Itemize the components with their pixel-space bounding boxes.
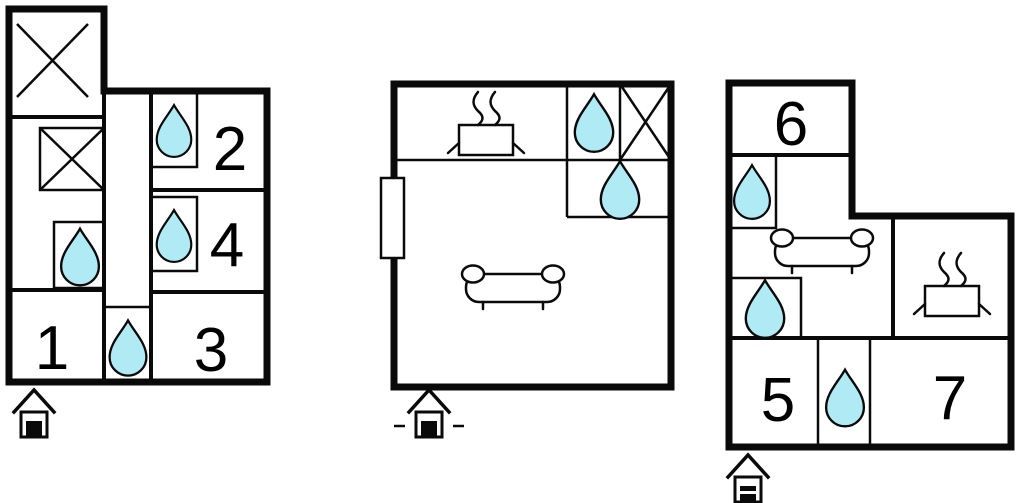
bathroom-box-room4 [149, 195, 199, 273]
left-unit: 2 4 3 1 [5, 5, 271, 439]
stove-icon [912, 251, 992, 318]
sofa-icon [460, 264, 566, 311]
room-label-7: 7 [933, 364, 967, 433]
entrance-house-icon [407, 388, 451, 439]
water-drop-icon [824, 368, 866, 428]
room-label-5: 5 [761, 366, 795, 435]
middle-unit [379, 80, 675, 439]
water-drop-icon [155, 209, 193, 264]
door-icon [379, 176, 406, 260]
right-unit: 6 5 7 [725, 79, 1015, 503]
middle-unit-inner-walls [394, 84, 671, 219]
room-label-1: 1 [35, 314, 69, 383]
stove-icon [446, 90, 526, 157]
room-label-2: 2 [213, 115, 247, 184]
bathroom-box-room2 [149, 89, 199, 169]
sofa-icon [769, 228, 875, 275]
water-drop-icon [732, 163, 772, 221]
crossed-box-cross-icon [618, 83, 673, 161]
bathroom-box-left [52, 220, 106, 290]
crossed-box-cross-icon [39, 127, 105, 191]
bathroom-box-bottom [816, 336, 872, 449]
water-drop-icon [59, 227, 101, 287]
crossed-box-icon [38, 126, 106, 192]
right-unit-outline [725, 79, 1015, 451]
room-label-6: 6 [774, 90, 808, 159]
water-drop-icon [108, 319, 148, 377]
entrance-house-icon [12, 388, 56, 439]
middle-unit-outline [390, 80, 675, 391]
water-drop-icon [573, 92, 615, 154]
bathroom-box-under-room6 [727, 153, 778, 230]
room-label-4: 4 [210, 211, 244, 280]
bathroom-box-corridor [102, 305, 153, 384]
room-label-3: 3 [194, 316, 228, 385]
stairs-cross-icon [16, 23, 89, 98]
entrance-house-icon [726, 453, 770, 503]
water-drop-icon [744, 279, 786, 339]
water-drop-icon [155, 104, 193, 158]
water-drop-icon [599, 159, 641, 221]
left-unit-outline [5, 5, 271, 386]
